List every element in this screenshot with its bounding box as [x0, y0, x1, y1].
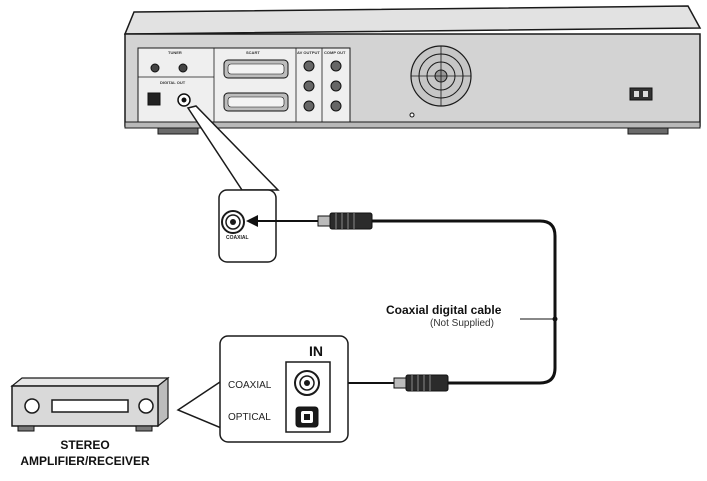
rf-out-jack — [178, 63, 188, 73]
rear-label-digital-out: DIGITAL OUT — [160, 80, 186, 85]
recorder-foot-left — [157, 127, 199, 135]
rf-in-jack — [150, 63, 160, 73]
cable-title: Coaxial digital cable — [386, 303, 502, 317]
arrow-to-recorder-jack — [246, 215, 258, 227]
stereo-amplifier — [10, 376, 170, 432]
amp-knob-right — [138, 398, 154, 414]
amplifier-label-line1: STEREO — [60, 438, 110, 452]
coaxial-zoom-callout — [186, 105, 280, 263]
amp-knob-left — [24, 398, 40, 414]
rear-label-av-output: AV OUTPUT — [297, 50, 320, 55]
amp-display — [51, 399, 129, 413]
recorder-foot-right — [627, 127, 669, 135]
rear-label-scart: SCART — [246, 50, 260, 55]
amp-optical-label: OPTICAL — [228, 412, 271, 423]
amplifier-label-line2: AMPLIFIER/RECEIVER — [20, 454, 150, 468]
cable-subtitle: (Not Supplied) — [430, 318, 494, 329]
ac-inlet — [629, 87, 653, 101]
amp-in-label: IN — [309, 343, 323, 359]
amp-coaxial-label: COAXIAL — [228, 380, 272, 391]
amplifier-input-callout — [176, 335, 349, 443]
recorder-unit — [123, 5, 702, 135]
optical-out-jack — [147, 92, 161, 106]
rear-label-comp-out: COMP OUT — [324, 50, 346, 55]
rear-label-tuner: TUNER — [168, 50, 182, 55]
zoom-coaxial-label: COAXIAL — [226, 235, 249, 241]
